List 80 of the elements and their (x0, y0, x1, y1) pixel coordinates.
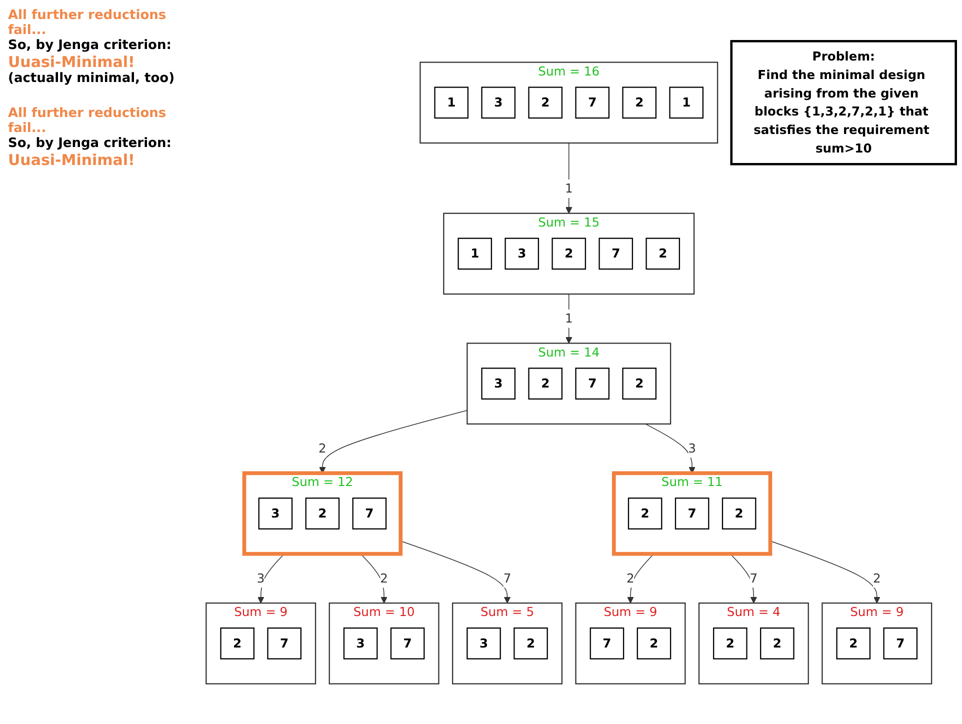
cluster (443, 212, 695, 294)
node-box: 7 (883, 627, 918, 659)
node-box: 2 (528, 367, 563, 400)
node-label: Sum = 11 (661, 474, 723, 489)
node-box: 7 (575, 367, 610, 400)
cluster (575, 602, 686, 684)
node-box: 2 (514, 627, 548, 659)
arrow (360, 553, 388, 603)
arrow (730, 553, 758, 603)
cluster (242, 470, 403, 556)
node-box: 2 (622, 367, 657, 400)
node-label: Sum = 9 (850, 604, 904, 619)
node-box: 7 (590, 627, 624, 659)
node-label: Sum = 14 (538, 344, 600, 359)
cluster (420, 61, 718, 144)
edge-label: 1 (564, 180, 573, 196)
node-label: Sum = 10 (353, 604, 415, 619)
criterion-text: (actually minimal, too) (8, 71, 176, 86)
arrow (319, 410, 468, 473)
node-box: 7 (674, 497, 710, 529)
node-label: Sum = 12 (292, 474, 354, 489)
edge-label: 2 (872, 570, 881, 585)
node-box: 3 (258, 497, 293, 529)
node-box: 3 (481, 367, 516, 400)
node-box: 7 (390, 627, 425, 659)
node-box: 3 (343, 627, 378, 659)
node-box: 7 (352, 497, 387, 529)
node-box: 2 (760, 627, 794, 659)
edge-label: 3 (256, 570, 265, 585)
node-box: 2 (722, 497, 756, 529)
node-label: Sum = 15 (538, 214, 600, 230)
edge-label: 2 (318, 440, 326, 456)
arrow (400, 540, 511, 603)
note-text: All further reductions fail... (8, 106, 168, 136)
note-text: All further reductions fail... (8, 8, 168, 38)
node-box: 2 (552, 237, 586, 270)
node-box: Problem: Find the minimal design arising from the given blocks {1,3,2,7,2,1} that satisfies the requirement sum>10 (730, 40, 957, 165)
node-box: 7 (598, 237, 634, 270)
edge-label: 2 (626, 570, 634, 585)
node-box: 2 (713, 627, 748, 659)
node-box: 2 (528, 86, 563, 118)
node-box: 1 (434, 86, 469, 118)
node-label: Sum = 5 (480, 604, 534, 619)
edge-label: 1 (564, 310, 573, 326)
node-label: Sum = 4 (726, 604, 780, 619)
node-box: 2 (646, 237, 680, 270)
cluster (328, 602, 440, 684)
node-box: 7 (267, 627, 302, 659)
node-box: 7 (575, 86, 610, 118)
cluster (466, 342, 672, 424)
criterion-text: So, by Jenga criterion: (8, 38, 172, 53)
node-label: Sum = 9 (604, 604, 658, 619)
cluster (452, 602, 563, 684)
node-box: 1 (669, 86, 704, 118)
arrow (645, 423, 696, 473)
arrow (770, 540, 880, 603)
node-box: 2 (836, 627, 871, 659)
result-text: Uuasi-Minimal! (8, 53, 136, 71)
node-box: 2 (628, 497, 662, 529)
node-box: 3 (466, 627, 501, 659)
criterion-text: So, by Jenga criterion: (8, 136, 172, 151)
edge-label: 7 (503, 570, 512, 585)
node-label: Sum = 9 (234, 604, 288, 619)
cluster (206, 602, 316, 684)
node-box: 1 (458, 237, 492, 270)
cluster (698, 602, 809, 684)
node-box: 2 (220, 627, 254, 659)
node-box: 2 (636, 627, 672, 659)
cluster (822, 602, 932, 684)
node-box: 3 (504, 237, 540, 270)
node-label: Sum = 16 (538, 63, 600, 78)
edge-label: 7 (750, 570, 758, 585)
node-box: 3 (481, 86, 516, 118)
arrow (627, 553, 654, 603)
edge-label: 2 (380, 570, 388, 585)
edge-label: 3 (688, 440, 696, 456)
node-box: 2 (622, 86, 657, 118)
node-box: 2 (305, 497, 340, 529)
cluster (612, 470, 772, 556)
result-text: Uuasi-Minimal! (8, 151, 136, 169)
